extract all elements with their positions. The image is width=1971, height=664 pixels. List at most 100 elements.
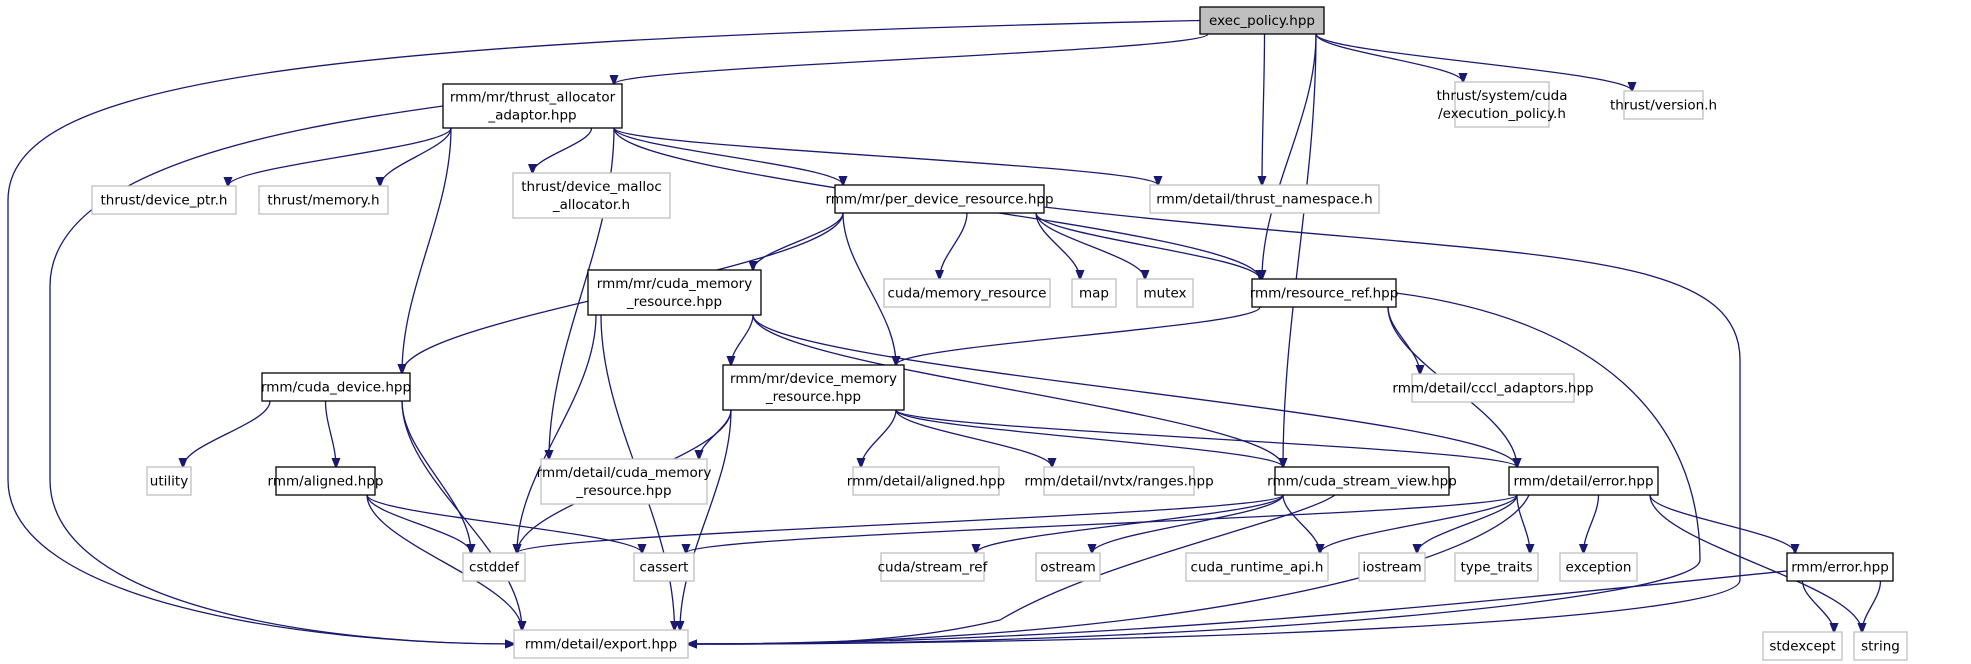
- edge-cuda-memory-resource-mr-to-cstddef: [517, 314, 597, 553]
- node-box: [1559, 552, 1638, 582]
- node-label: rmm/detail/aligned.hpp: [847, 474, 1005, 490]
- node-cuda-device[interactable]: rmm/cuda_device.hpp: [261, 372, 411, 402]
- node-label: exec_policy.hpp: [1209, 13, 1315, 29]
- node-box: [462, 552, 526, 582]
- edge-device-memory-resource-to-detail-aligned: [861, 409, 897, 467]
- node-label: cuda_runtime_api.h: [1191, 560, 1324, 576]
- node-box: [834, 184, 1045, 214]
- node-device-memory-resource[interactable]: rmm/mr/device_memory_resource.hpp: [722, 364, 905, 411]
- edge-device-memory-resource-to-export: [680, 409, 732, 630]
- edges-layer: [7, 19, 1882, 645]
- edge-cuda-device-to-utility: [183, 400, 271, 467]
- node-label: cstddef: [469, 560, 520, 576]
- node-label: rmm/detail/cccl_adaptors.hpp: [1392, 381, 1593, 397]
- node-label: _allocator.h: [552, 197, 630, 213]
- node-cuda-memory-resource-mr[interactable]: rmm/mr/cuda_memory_resource.hpp: [587, 269, 762, 316]
- node-label: map: [1079, 286, 1109, 302]
- node-box: [1454, 552, 1539, 582]
- edge-resource-ref-to-cccl-adaptors: [1387, 306, 1420, 374]
- edge-cuda-stream-view-to-cuda-runtime-api: [1282, 494, 1320, 553]
- node-exec-policy[interactable]: exec_policy.hpp: [1199, 6, 1325, 35]
- edge-thrust-allocator-adaptor-to-thrust-device-malloc-allocator: [533, 127, 593, 173]
- node-label: rmm/aligned.hpp: [268, 474, 384, 490]
- node-map: map: [1071, 278, 1117, 308]
- node-rmm-error[interactable]: rmm/error.hpp: [1786, 552, 1894, 582]
- node-box: [1786, 552, 1894, 582]
- node-label: mutex: [1143, 286, 1186, 302]
- node-label: cassert: [640, 560, 689, 576]
- edge-thrust-allocator-adaptor-to-thrust-namespace: [613, 127, 1158, 185]
- node-aligned[interactable]: rmm/aligned.hpp: [268, 466, 384, 496]
- node-cuda-stream-view[interactable]: rmm/cuda_stream_view.hpp: [1267, 466, 1457, 496]
- node-type-traits: type_traits: [1454, 552, 1539, 582]
- edge-thrust-allocator-adaptor-to-export: [49, 105, 514, 644]
- edge-cuda-memory-resource-mr-to-device-memory-resource: [731, 314, 754, 365]
- node-box: [1411, 373, 1575, 403]
- node-per-device-resource[interactable]: rmm/mr/per_device_resource.hpp: [825, 184, 1054, 214]
- node-box: [1251, 278, 1397, 308]
- edge-cuda-device-to-export: [401, 400, 522, 630]
- node-box: [512, 172, 671, 219]
- node-label: _adaptor.hpp: [487, 108, 576, 124]
- node-label: thrust/memory.h: [267, 193, 379, 209]
- edge-detail-error-to-cuda-runtime-api: [1320, 494, 1518, 553]
- node-box: [513, 629, 689, 659]
- node-thrust-allocator-adaptor[interactable]: rmm/mr/thrust_allocator _adaptor.hpp: [442, 83, 623, 129]
- edge-per-device-resource-to-resource-ref: [1035, 212, 1260, 279]
- node-label: string: [1861, 639, 1900, 655]
- edge-detail-error-to-cassert: [686, 494, 1518, 553]
- edge-resource-ref-to-device-memory-resource: [896, 306, 1261, 365]
- node-stdexcept: stdexcept: [1762, 631, 1843, 661]
- node-label: rmm/cuda_stream_view.hpp: [1267, 474, 1457, 490]
- node-box: [1043, 466, 1195, 496]
- edge-detail-error-to-string: [1649, 494, 1862, 632]
- edge-aligned-to-cstddef: [366, 494, 471, 553]
- node-label: exception: [1566, 560, 1632, 576]
- edge-per-device-resource-to-cuda-memory-resource-lib: [940, 212, 968, 279]
- node-box: [261, 372, 411, 402]
- edge-cuda-stream-view-to-ostream: [1092, 494, 1284, 553]
- node-thrust-device-malloc-allocator: thrust/device_malloc_allocator.h: [512, 172, 671, 219]
- node-box: [1623, 90, 1704, 120]
- node-thrust-namespace: rmm/detail/thrust_namespace.h: [1149, 184, 1380, 214]
- node-box: [1454, 81, 1550, 128]
- node-export: rmm/detail/export.hpp: [513, 629, 689, 659]
- node-label: _resource.hpp: [626, 294, 722, 310]
- edge-thrust-allocator-adaptor-to-thrust-memory: [380, 127, 452, 186]
- node-box: [258, 185, 389, 215]
- edge-device-memory-resource-to-nvtx-ranges: [895, 409, 1052, 467]
- edge-detail-error-to-export: [688, 494, 1530, 644]
- node-label: cuda/stream_ref: [878, 560, 989, 576]
- node-box: [146, 466, 192, 496]
- node-utility: utility: [146, 466, 192, 496]
- node-label: rmm/mr/thrust_allocator: [450, 90, 616, 106]
- node-label: rmm/error.hpp: [1791, 560, 1889, 576]
- edge-device-memory-resource-to-cuda-stream-view: [895, 409, 1283, 467]
- node-thrust-version: thrust/version.h: [1610, 90, 1717, 120]
- edge-thrust-allocator-adaptor-to-cuda-device: [402, 127, 452, 373]
- node-box: [540, 458, 708, 505]
- node-box: [275, 466, 376, 496]
- edge-exec-policy-to-export: [7, 19, 1201, 645]
- node-thrust-memory: thrust/memory.h: [258, 185, 389, 215]
- node-label: rmm/resource_ref.hpp: [1250, 286, 1399, 302]
- node-box: [1149, 184, 1380, 214]
- node-label: thrust/system/cuda: [1436, 88, 1567, 104]
- node-label: rmm/mr/per_device_resource.hpp: [825, 192, 1053, 208]
- edge-exec-policy-to-resource-ref: [1262, 33, 1317, 279]
- node-box: [880, 552, 985, 582]
- edge-per-device-resource-to-cuda-memory-resource-mr: [753, 212, 844, 270]
- node-thrust-device-ptr: thrust/device_ptr.h: [91, 185, 237, 215]
- edge-per-device-resource-to-map: [1035, 212, 1080, 279]
- edge-thrust-allocator-adaptor-to-thrust-device-ptr: [228, 127, 452, 186]
- node-box: [883, 278, 1051, 308]
- edge-cuda-stream-view-to-cuda-stream-ref: [976, 494, 1284, 553]
- node-cccl-adaptors: rmm/detail/cccl_adaptors.hpp: [1392, 373, 1594, 403]
- edge-exec-policy-to-cuda-stream-view: [1283, 33, 1317, 467]
- node-resource-ref[interactable]: rmm/resource_ref.hpp: [1250, 278, 1399, 308]
- edge-cuda-device-to-cstddef: [401, 400, 471, 553]
- node-detail-error[interactable]: rmm/detail/error.hpp: [1508, 466, 1659, 496]
- edge-exec-policy-to-thrust-version: [1315, 33, 1632, 91]
- node-cassert: cassert: [633, 552, 695, 582]
